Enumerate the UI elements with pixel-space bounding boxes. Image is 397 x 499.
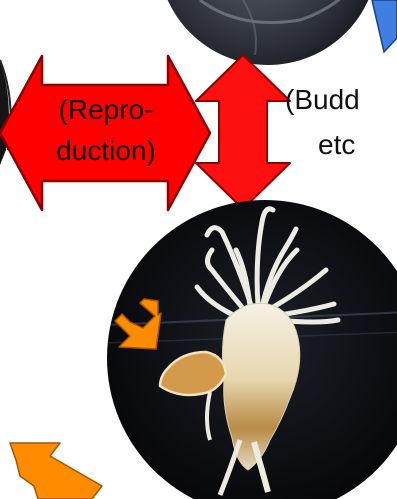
top-specimen-photo xyxy=(158,0,378,65)
budding-label-line2: etc xyxy=(318,131,355,159)
budding-label-line1: (Budd xyxy=(285,86,360,114)
hydra-photo xyxy=(105,200,397,499)
reproduction-label-line2: duction) xyxy=(8,137,204,165)
reproduction-label-line1: (Repro- xyxy=(8,96,204,124)
blue-arrow-icon xyxy=(372,0,397,52)
big-double-arrow-icon xyxy=(0,56,210,210)
corner-arrow-icon xyxy=(10,443,102,499)
